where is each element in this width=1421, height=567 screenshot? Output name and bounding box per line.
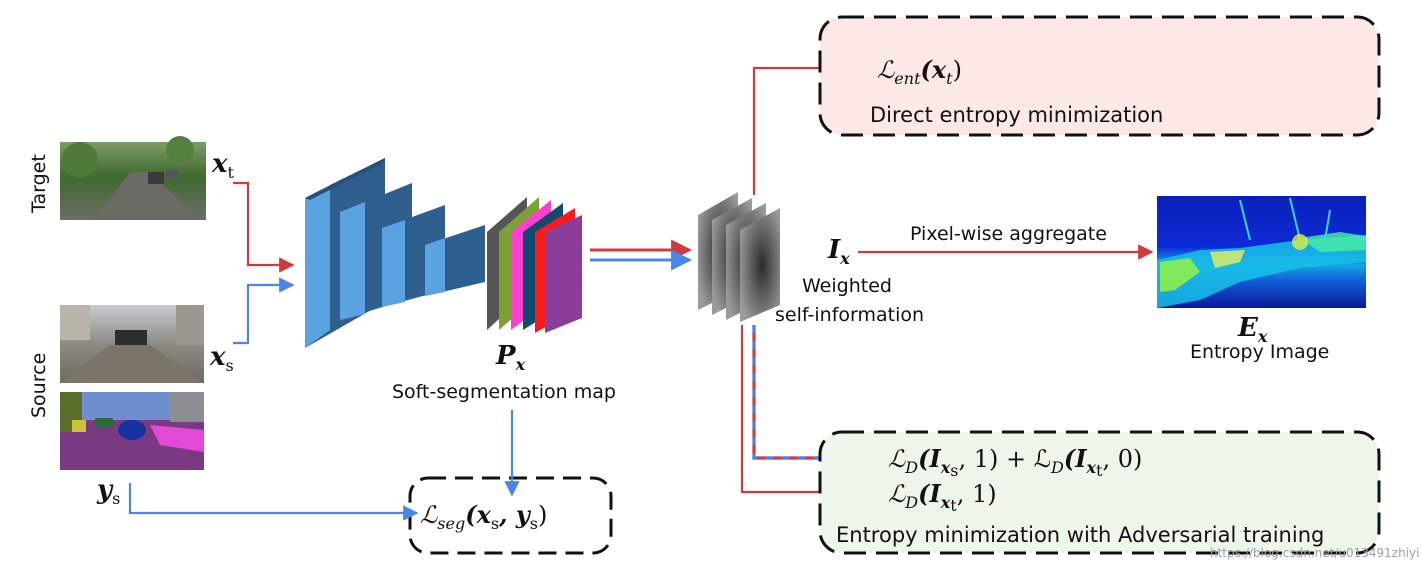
watermark: https://blog.csdn.net/u013491zhiyi (1210, 546, 1419, 560)
target-label: Target (28, 154, 50, 214)
direct-entropy-box (818, 15, 1381, 137)
source-input-arrow (233, 277, 295, 345)
target-image (60, 136, 206, 220)
source-image (60, 305, 204, 383)
l-ent-formula: ℒent(xt) (877, 55, 962, 88)
x-t-symbol: xt (211, 149, 235, 182)
x-s-symbol: xs (209, 342, 234, 375)
label-to-loss-arrow (128, 483, 419, 521)
adversarial-label: Entropy minimization with Adversarial tr… (836, 523, 1324, 547)
entropy-image (1157, 196, 1366, 308)
soft-seg-map-label: Soft-segmentation map (392, 381, 616, 403)
target-input-arrow (233, 181, 295, 273)
e-x-symbol: Ex (1237, 313, 1268, 346)
i-x-symbol: Ix (827, 235, 850, 268)
l-d-generator-formula: ℒD(Ixt, 1) (888, 479, 997, 515)
weighted-self-info-maps (698, 192, 780, 322)
source-label: Source (28, 353, 50, 418)
soft-segmentation-layers (487, 197, 582, 333)
direct-entropy-label: Direct entropy minimization (870, 103, 1163, 127)
source-label-map (60, 392, 204, 470)
segmentation-network (305, 158, 485, 348)
l-d-discriminator-formula: ℒD(Ixs, 1) + ℒD(Ixt, 0) (888, 444, 1142, 480)
to-adv-dash-blue (752, 325, 887, 470)
adversarial-box (818, 430, 1381, 555)
p-x-symbol: Px (495, 341, 526, 374)
entropy-image-label: Entropy Image (1190, 341, 1329, 363)
weighted-label: Weighted (802, 275, 892, 297)
pixel-wise-label: Pixel-wise aggregate (910, 223, 1107, 245)
y-s-symbol: ys (96, 475, 120, 508)
self-information-label: self-information (775, 304, 924, 326)
l-seg-formula: ℒseg(xs, ys) (420, 500, 547, 533)
